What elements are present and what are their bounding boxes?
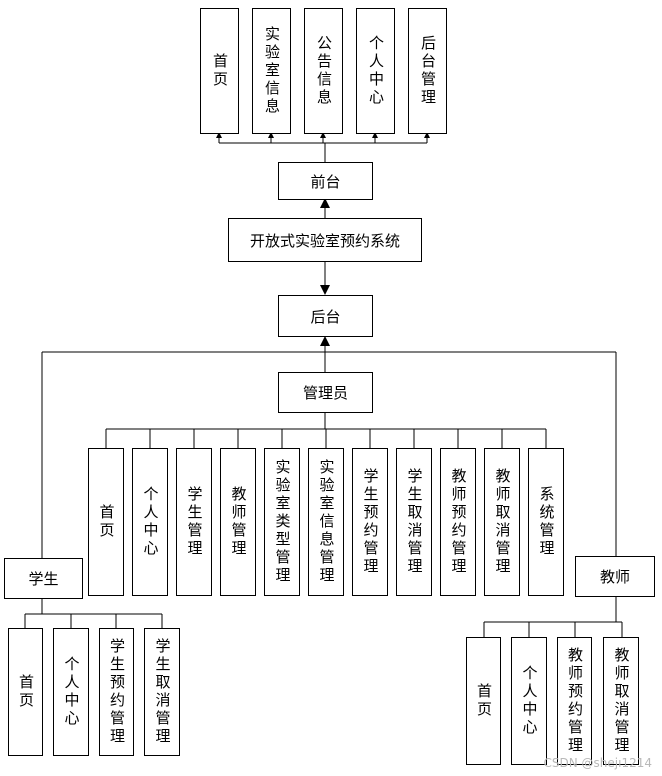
admin-node: 管理员 bbox=[278, 372, 373, 413]
back-node: 后台 bbox=[278, 295, 373, 337]
system-node: 开放式实验室预约系统 bbox=[228, 218, 422, 262]
student-node-home: 首页 bbox=[8, 628, 43, 756]
teacher-node: 教师 bbox=[575, 556, 655, 597]
student-node-cancel-mgmt: 学生取消管理 bbox=[144, 628, 180, 756]
front-node: 前台 bbox=[278, 162, 373, 200]
front-node-lab-info: 实验室信息 bbox=[252, 8, 291, 134]
teacher-node-booking-mgmt: 教师预约管理 bbox=[557, 637, 592, 765]
front-node-home: 首页 bbox=[200, 8, 239, 134]
admin-node-home: 首页 bbox=[88, 448, 124, 596]
admin-node-student-booking-mgmt: 学生预约管理 bbox=[352, 448, 388, 596]
admin-node-personal-center: 个人中心 bbox=[132, 448, 168, 596]
front-node-announcements: 公告信息 bbox=[304, 8, 343, 134]
student-node-booking-mgmt: 学生预约管理 bbox=[99, 628, 134, 756]
admin-node-teacher-booking-mgmt: 教师预约管理 bbox=[440, 448, 476, 596]
front-node-personal-center: 个人中心 bbox=[356, 8, 395, 134]
admin-node-student-cancel-mgmt: 学生取消管理 bbox=[396, 448, 432, 596]
teacher-node-cancel-mgmt: 教师取消管理 bbox=[603, 637, 639, 765]
admin-node-lab-info-mgmt: 实验室信息管理 bbox=[308, 448, 344, 596]
admin-node-lab-type-mgmt: 实验室类型管理 bbox=[264, 448, 300, 596]
admin-node-student-mgmt: 学生管理 bbox=[176, 448, 212, 596]
front-node-admin-panel: 后台管理 bbox=[408, 8, 447, 134]
watermark: CSDN @shejı1214 bbox=[543, 756, 652, 770]
teacher-node-personal-center: 个人中心 bbox=[511, 637, 547, 765]
admin-node-teacher-cancel-mgmt: 教师取消管理 bbox=[484, 448, 520, 596]
teacher-node-home: 首页 bbox=[466, 637, 501, 765]
student-node: 学生 bbox=[4, 558, 83, 599]
student-node-personal-center: 个人中心 bbox=[53, 628, 89, 756]
admin-node-teacher-mgmt: 教师管理 bbox=[220, 448, 256, 596]
admin-node-system-mgmt: 系统管理 bbox=[528, 448, 564, 596]
